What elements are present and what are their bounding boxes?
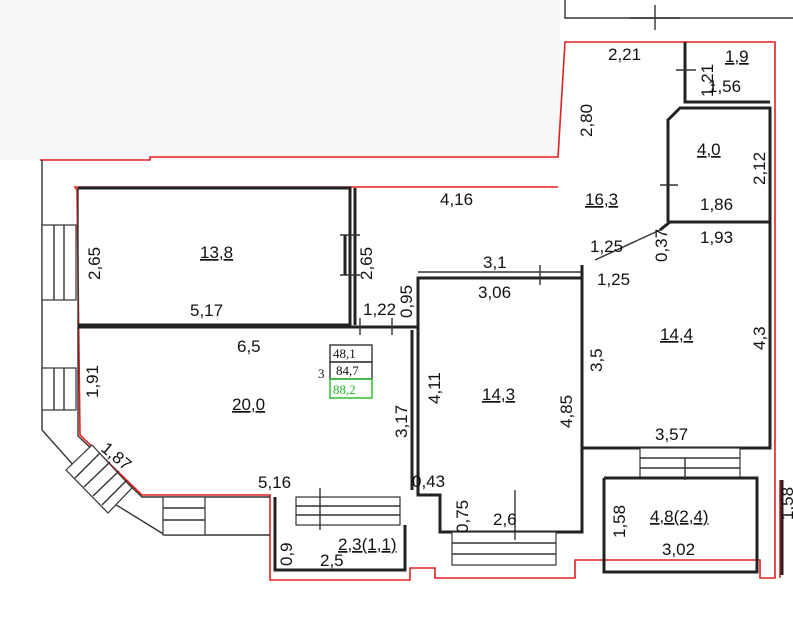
top-structure <box>564 0 793 19</box>
dimension-label: 1,21 <box>698 64 717 97</box>
dimension-label: 0,43 <box>412 472 445 491</box>
dimension-label: 0,9 <box>277 542 296 566</box>
summary-rooms-count: 3 <box>318 366 325 381</box>
window-room-14-4 <box>639 447 741 479</box>
dimension-label: 0,95 <box>397 285 416 318</box>
window-room-14-3 <box>451 531 557 566</box>
room-area-16-3: 16,3 <box>585 190 618 209</box>
dimension-label: 4,3 <box>750 326 769 350</box>
summary-area-1: 48,1 <box>333 346 356 361</box>
room-area-2-3: 2,3(1,1) <box>338 535 397 554</box>
wall-bath-4-0 <box>666 106 772 222</box>
window-bottom-left <box>162 496 206 536</box>
room-area-13-8: 13,8 <box>200 243 233 262</box>
dimension-label: 4,85 <box>557 395 576 428</box>
dimension-label: 1,58 <box>778 487 793 520</box>
room-area-14-4: 14,4 <box>660 325 693 344</box>
dimension-label: 3,06 <box>478 283 511 302</box>
dimension-label: 1,58 <box>610 505 629 538</box>
wall-diagonal <box>594 229 661 261</box>
dimension-label: 4,11 <box>425 372 444 404</box>
dimension-label: 2,6 <box>493 510 517 529</box>
wall-bath-1-9 <box>683 42 770 104</box>
dimension-label: 1,86 <box>700 195 733 214</box>
area-summary: 48,1 3 84,7 88,2 <box>318 344 373 399</box>
room-area-4-0: 4,0 <box>697 140 721 159</box>
dimension-label: 2,65 <box>357 247 376 280</box>
room-area-1-9: 1,9 <box>725 47 749 66</box>
dimension-label: 1,25 <box>597 270 630 289</box>
dimension-label: 2,65 <box>85 247 104 280</box>
window-corner <box>65 444 133 514</box>
dimension-label: 1,22 <box>363 300 396 319</box>
window-balcony-2-3 <box>295 496 401 526</box>
wall-balcony-2-3 <box>273 497 407 572</box>
dimension-label: 5,16 <box>258 473 291 492</box>
summary-area-total: 88,2 <box>333 382 356 397</box>
dimension-label: 5,17 <box>190 301 223 320</box>
room-area-14-3: 14,3 <box>482 385 515 404</box>
dimension-label: 3,57 <box>655 425 688 444</box>
window-left-top <box>41 224 77 301</box>
wall-room-13-8 <box>78 186 352 327</box>
dimension-label: 1,91 <box>83 365 102 398</box>
background-area <box>0 0 560 160</box>
wall-balcony-4-8 <box>602 476 759 574</box>
dimension-label: 3,17 <box>392 405 411 438</box>
dimension-label: 2,80 <box>577 104 596 137</box>
window-left-bottom <box>41 367 77 411</box>
dimension-label: 4,16 <box>440 190 473 209</box>
summary-area-2: 84,7 <box>336 363 359 378</box>
dimension-label: 3,1 <box>483 253 507 272</box>
room-area-20-0: 20,0 <box>232 395 265 414</box>
dimension-label: 1,25 <box>590 237 623 256</box>
dimension-label: 2,12 <box>750 152 769 185</box>
dimension-label: 0,75 <box>453 500 472 533</box>
wall-room-14-4 <box>580 220 772 450</box>
dimension-label: 0,37 <box>652 229 671 262</box>
dimension-label: 2,5 <box>320 551 344 570</box>
room-area-4-8: 4,8(2,4) <box>650 507 709 526</box>
dimension-label: 3,02 <box>662 540 695 559</box>
dimension-label: 2,21 <box>608 45 641 64</box>
dimension-label: 6,5 <box>237 337 261 356</box>
dimension-label: 1,56 <box>708 77 741 96</box>
dimension-label: 3,5 <box>587 348 606 372</box>
dimension-label: 1,93 <box>700 228 733 247</box>
